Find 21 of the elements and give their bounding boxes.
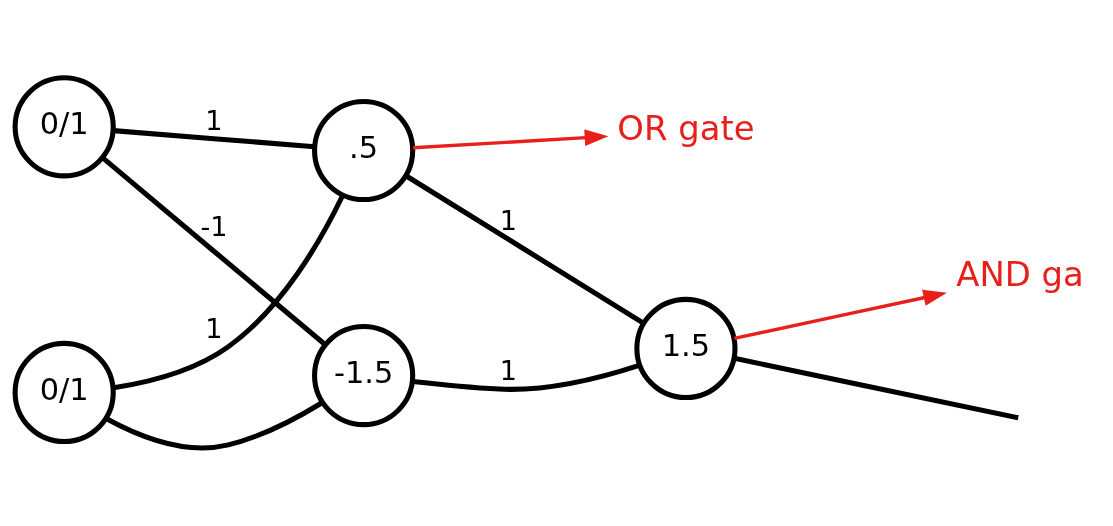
node-circle: -1.5 bbox=[312, 323, 416, 428]
connector bbox=[733, 355, 1019, 421]
edge-label: 1 bbox=[499, 355, 517, 387]
edge-label: 1 bbox=[205, 312, 223, 344]
connector bbox=[113, 194, 345, 391]
connector bbox=[104, 400, 324, 451]
connector bbox=[405, 173, 645, 326]
connector bbox=[113, 128, 315, 150]
connector bbox=[101, 155, 327, 347]
edge-label: -1 bbox=[200, 211, 228, 243]
node-circle: .5 bbox=[312, 98, 416, 203]
arrow bbox=[733, 289, 947, 341]
arrow bbox=[412, 129, 609, 150]
node-circle: 0/1 bbox=[12, 75, 116, 179]
edge-label: 1 bbox=[205, 104, 223, 136]
node-text: OR gate bbox=[617, 109, 755, 149]
node-circle: 1.5 bbox=[634, 296, 738, 401]
node-circle: 0/1 bbox=[12, 340, 116, 445]
node-text: AND ga bbox=[956, 254, 1084, 294]
connector bbox=[412, 362, 640, 392]
edge-label: 1 bbox=[499, 204, 517, 236]
